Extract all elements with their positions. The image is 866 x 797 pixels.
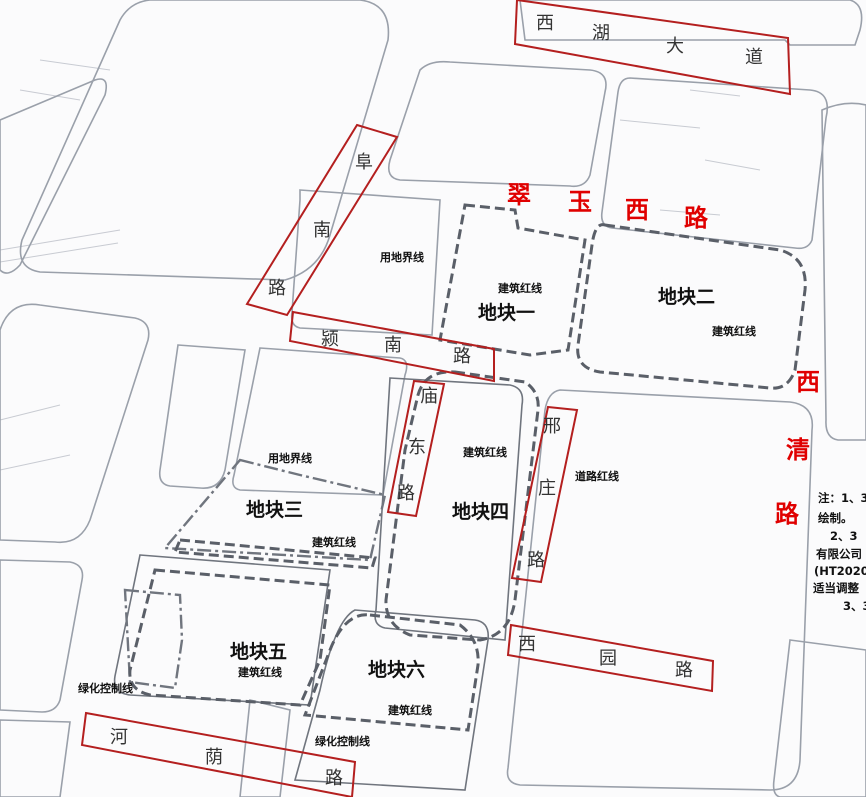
xiyuan-char-2: 园 [599, 648, 617, 669]
plot-1-building-line-label: 建筑红线 [498, 281, 542, 295]
plot-5-label: 地块五 [230, 640, 287, 663]
heyin-char-1: 河 [110, 727, 128, 748]
red-road-labels: 翠 玉 西 路 西 清 路 [507, 180, 820, 528]
note-line-5: (HT20200 [814, 564, 866, 578]
xiyuan-char-1: 西 [518, 634, 536, 655]
funan-char-1: 阜 [355, 152, 373, 173]
plot-3-building-line-label: 建筑红线 [312, 535, 356, 549]
plot-1-land-boundary-label: 用地界线 [380, 250, 424, 264]
note-line-2: 绘制。 [818, 511, 853, 525]
yingnan-char-2: 南 [384, 335, 402, 356]
note-line-4: 有限公司 [816, 547, 862, 561]
plot-5-green-line-label: 绿化控制线 [78, 681, 133, 695]
road-red-line-label: 道路红线 [575, 469, 619, 483]
plot-4-label: 地块四 [452, 500, 509, 523]
background-linework [0, 59, 761, 471]
plot-6-building-line-label: 建筑红线 [388, 703, 432, 717]
yingnan-char-1: 颍 [321, 329, 339, 350]
xingzhuang-char-2: 庄 [538, 478, 556, 499]
xingzhuang-char-1: 邢 [543, 416, 561, 437]
plot-3-land-boundary-label: 用地界线 [268, 451, 312, 465]
miaodong-char-3: 路 [397, 483, 415, 504]
plot-2-boundary [576, 223, 807, 390]
cuiyu-char-4: 路 [684, 203, 709, 232]
xihu-road-box [513, 0, 792, 96]
plot-3-building-line [172, 538, 377, 570]
plot-6-boundary [302, 613, 480, 732]
plot-6-label: 地块六 [368, 658, 425, 681]
notes-block: 注：1、3 绘制。 2、3 有限公司 (HT20200 适当调整 3、3 [813, 491, 866, 613]
plot-4-building-line-label: 建筑红线 [463, 445, 507, 459]
xihu-char-1: 西 [536, 13, 554, 34]
xiqing-char-1: 西 [796, 367, 820, 396]
road-labels: 西 湖 大 道 阜 南 路 颍 南 路 庙 东 路 邢 庄 路 西 园 路 河 … [110, 13, 763, 789]
plot-1-label: 地块一 [478, 301, 535, 324]
plot-6-green-line-label: 绿化控制线 [315, 734, 370, 748]
line-annotations: 用地界线 建筑红线 建筑红线 建筑红线 道路红线 用地界线 建筑红线 建筑红线 … [78, 250, 756, 748]
heyin-char-2: 荫 [205, 747, 223, 768]
xiyuan-char-3: 路 [675, 660, 693, 681]
plot-labels: 地块一 地块二 地块三 地块四 地块五 地块六 [230, 285, 715, 681]
plot-5-building-line [128, 568, 332, 707]
note-line-1: 注：1、3 [818, 491, 866, 505]
funan-char-3: 路 [268, 278, 286, 299]
plot-5-building-line-label: 建筑红线 [238, 665, 282, 679]
note-line-3: 2、3 [830, 529, 858, 543]
plot-2-label: 地块二 [658, 285, 715, 308]
funan-char-2: 南 [313, 220, 331, 241]
plot-boundaries [123, 203, 807, 732]
xihu-char-4: 道 [745, 47, 763, 68]
note-line-7: 3、3 [843, 599, 866, 613]
miaodong-char-2: 东 [408, 437, 426, 458]
plot-3-land-boundary [162, 458, 387, 562]
plot-1-boundary [438, 203, 587, 357]
cuiyu-char-2: 玉 [568, 187, 592, 216]
yingnan-char-3: 路 [453, 346, 471, 367]
xihu-char-3: 大 [666, 36, 684, 57]
xingzhuang-char-3: 路 [527, 550, 545, 571]
xiyuan-road-box [506, 623, 715, 693]
miaodong-road-box [386, 379, 446, 518]
note-line-6: 适当调整 [813, 581, 859, 595]
plot-2-building-line-label: 建筑红线 [712, 324, 756, 338]
yingnan-road-box [288, 310, 495, 383]
funan-road-box [245, 123, 399, 317]
heyin-char-3: 路 [325, 768, 343, 789]
xihu-char-2: 湖 [592, 23, 610, 44]
miaodong-char-1: 庙 [420, 386, 438, 407]
cuiyu-char-3: 西 [625, 195, 649, 224]
cuiyu-char-1: 翠 [507, 180, 531, 209]
plot-5-land-boundary [123, 588, 184, 690]
plot-4-boundary [384, 370, 540, 642]
xiqing-char-3: 路 [775, 499, 800, 528]
road-highlight-boxes [80, 0, 792, 797]
plot-3-label: 地块三 [246, 498, 303, 521]
heyin-road-box [80, 711, 357, 797]
xiqing-char-2: 清 [786, 435, 810, 464]
xingzhuang-road-box [510, 405, 579, 584]
